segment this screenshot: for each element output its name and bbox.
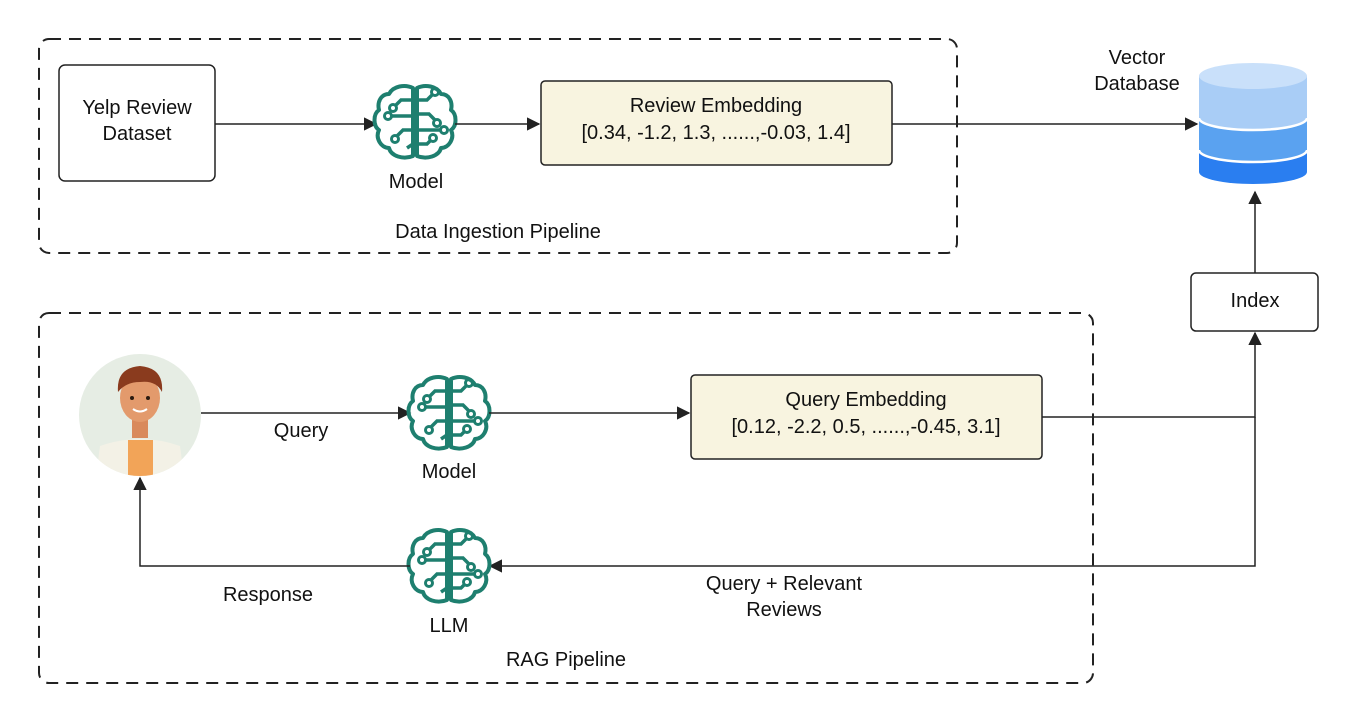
brain-icon: [372, 84, 458, 160]
ingestion-pipeline-group: [38, 38, 958, 254]
rag-model-label: Model: [422, 461, 476, 483]
response-label: Response: [223, 584, 313, 606]
context-label-2: Reviews: [746, 599, 822, 621]
llm-label: LLM: [430, 615, 469, 637]
context-label-1: Query + Relevant: [706, 573, 863, 595]
ingestion-model-label: Model: [389, 171, 443, 193]
arrow-index-to-llm: [488, 417, 1256, 573]
user-avatar-icon: [79, 354, 201, 476]
query-label: Query: [274, 420, 328, 442]
rag-pipeline-group: [38, 312, 1094, 684]
review-embedding-vector: [0.34, -1.2, 1.3, ......,-0.03, 1.4]: [581, 122, 850, 144]
index-box: [1190, 272, 1319, 332]
yelp-dataset-box: [58, 64, 216, 182]
database-icon: [1197, 63, 1309, 184]
arrow-query-embedding-to-index: [1042, 331, 1262, 418]
brain-icon: [406, 528, 492, 604]
ingestion-pipeline-title: Data Ingestion Pipeline: [395, 221, 601, 243]
review-embedding-title: Review Embedding: [630, 95, 802, 117]
rag-pipeline-title: RAG Pipeline: [506, 649, 626, 671]
yelp-dataset-label-2: Dataset: [103, 123, 172, 145]
vector-db-label-2: Database: [1094, 73, 1180, 95]
brain-icon: [406, 375, 492, 451]
query-embedding-vector: [0.12, -2.2, 0.5, ......,-0.45, 3.1]: [731, 416, 1000, 438]
review-embedding-box: [540, 80, 893, 166]
index-label: Index: [1231, 290, 1280, 312]
vector-db-label-1: Vector: [1109, 47, 1166, 69]
arrow-llm-to-user: [133, 476, 410, 567]
yelp-dataset-label-1: Yelp Review: [82, 97, 192, 119]
query-embedding-title: Query Embedding: [785, 389, 946, 411]
